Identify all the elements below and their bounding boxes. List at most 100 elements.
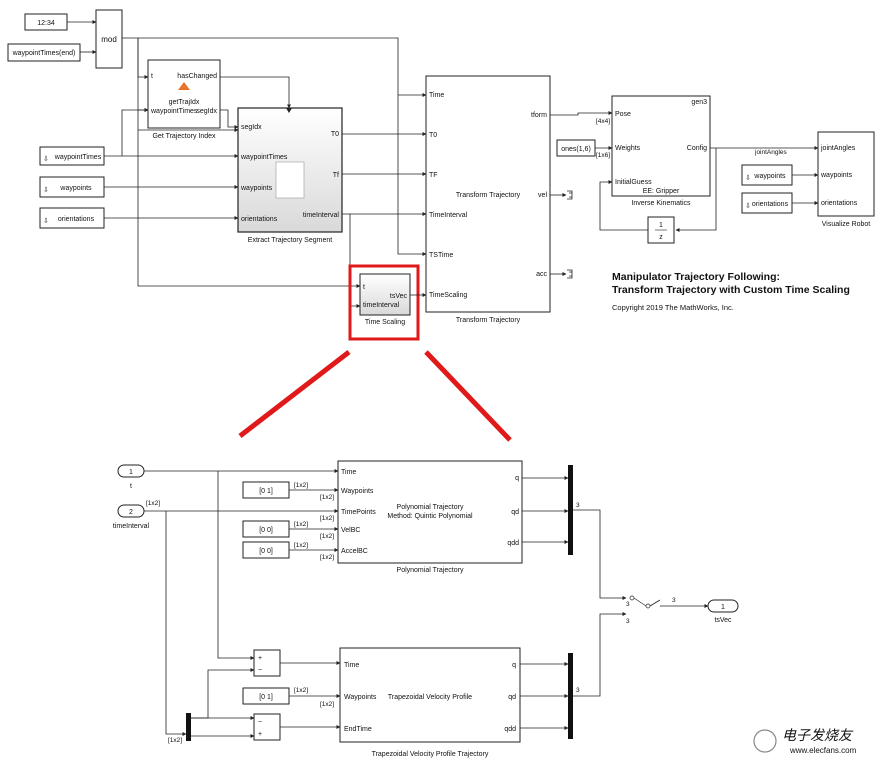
tv-in-endtime: EndTime	[344, 726, 372, 733]
tt-in-t0: T0	[429, 132, 437, 139]
pt-center-line1: Polynomial Trajectory	[397, 504, 464, 511]
inport-t-name: t	[130, 483, 132, 490]
tt-in-time-scaling: TimeScaling	[429, 292, 467, 299]
tt-in-tstime: TSTime	[429, 252, 453, 259]
dim-3-sw-out: 3	[672, 597, 676, 604]
outport-tsvec[interactable]: 1	[707, 599, 739, 613]
mux-trap	[568, 653, 573, 739]
sum-block-top[interactable]: + −	[253, 649, 281, 677]
ts-in-time-interval: timeInterval	[363, 302, 400, 309]
from-waypoints[interactable]: ⇩ waypoints	[39, 176, 105, 198]
from-orientations-viz-label: orientations	[752, 201, 789, 208]
ik-in-weights: Weights	[615, 145, 641, 152]
tt-in-time: Time	[429, 92, 444, 99]
dim-1x2-d: [1x2]	[320, 533, 334, 540]
dim-1x2-demux: [1x2]	[168, 737, 182, 744]
watermark-logo-icon	[753, 729, 777, 753]
from-arrow-icon: ⇩	[745, 174, 751, 182]
pt-caption: Polynomial Trajectory	[397, 567, 464, 574]
tv-in-waypoints: Waypoints	[344, 694, 377, 701]
from-waypoint-times-label: waypointTimes	[54, 154, 102, 161]
gti-out-has-changed: hasChanged	[177, 73, 217, 80]
inport-ti-name: timeInterval	[113, 523, 150, 530]
inport-ti-num: 2	[129, 509, 133, 516]
from-arrow-icon: ⇩	[43, 217, 49, 225]
transform-trajectory-block[interactable]: Time T0 TF TimeInterval TSTime TimeScali…	[425, 75, 551, 313]
ts-caption: Time Scaling	[365, 319, 405, 326]
from-waypoints-viz[interactable]: ⇩ waypoints	[741, 164, 793, 186]
mod-block[interactable]: mod	[95, 9, 123, 69]
extract-trajectory-segment-block[interactable]: segIdx waypointTimes waypoints orientati…	[237, 107, 343, 233]
pt-center-line2: Method: Quintic Polynomial	[387, 513, 473, 520]
dim-1x6: [1x6]	[596, 152, 610, 159]
zoom-line-left	[238, 350, 351, 438]
from-orientations-viz[interactable]: ⇩ orientations	[741, 192, 793, 214]
poly-const-accelbc-val: [0 0]	[259, 548, 273, 555]
dim-1x2-h: [1x2]	[294, 687, 308, 694]
ik-in-initial-guess: InitialGuess	[615, 179, 652, 186]
poly-const-waypoints[interactable]: [0 1]	[242, 481, 290, 499]
tt-center-label: Transform Trajectory	[456, 192, 521, 199]
matlab-icon	[178, 82, 190, 90]
gti-in-waypoint-times: waypointTimes	[150, 108, 198, 115]
switch-block[interactable]	[629, 595, 661, 609]
dim-1x2-b: [1x2]	[320, 494, 334, 501]
from-orientations[interactable]: ⇩ orientations	[39, 207, 105, 229]
ets-out-t0: T0	[331, 131, 339, 138]
diagram-title-line2: Transform Trajectory with Custom Time Sc…	[612, 284, 850, 296]
tt-out-tform: tform	[531, 112, 547, 119]
waypoint-times-end-block[interactable]: waypointTimes(end)	[7, 43, 81, 62]
ets-in-orientations: orientations	[241, 216, 278, 223]
ets-in-seg-idx: segIdx	[241, 124, 262, 131]
poly-const-velbc[interactable]: [0 0]	[242, 520, 290, 538]
dim-1x2-e: [1x2]	[294, 542, 308, 549]
vr-in-waypoints: waypoints	[820, 172, 853, 179]
delay-num: 1	[659, 222, 663, 229]
pt-in-timepoints: TimePoints	[341, 509, 376, 516]
tt-caption: Transform Trajectory	[456, 317, 521, 324]
pt-in-accelbc: AccelBC	[341, 548, 368, 555]
ts-out: tsVec	[390, 293, 408, 300]
dim-1x2-f: [1x2]	[320, 554, 334, 561]
sum-block-bottom[interactable]: − +	[253, 713, 281, 741]
tv-out-qd: qd	[508, 694, 516, 701]
tv-out-q: q	[512, 662, 516, 669]
vr-in-orientations: orientations	[821, 200, 858, 207]
dim-3-trap: 3	[576, 687, 580, 694]
gti-out-seg-idx: segIdx	[196, 108, 217, 115]
poly-const-velbc-val: [0 0]	[259, 527, 273, 534]
from-waypoint-times[interactable]: ⇩ waypointTimes	[39, 146, 105, 166]
inport-t-num: 1	[129, 469, 133, 476]
inport-time-interval[interactable]: 2	[117, 504, 145, 518]
visualize-robot-block[interactable]: jointAngles waypoints orientations	[817, 131, 875, 217]
time-scaling-block[interactable]: t timeInterval tsVec	[359, 273, 411, 316]
from-orientations-label: orientations	[58, 216, 95, 223]
ik-in-pose: Pose	[615, 111, 631, 118]
tv-out-qdd: qdd	[504, 726, 516, 733]
from-arrow-icon: ⇩	[43, 186, 49, 194]
inverse-kinematics-block[interactable]: gen3 Pose Weights InitialGuess Config EE…	[611, 95, 711, 197]
unit-delay-block[interactable]: 1 z	[647, 216, 675, 244]
clock-block[interactable]: 12:34	[24, 13, 68, 31]
tv-center-label: Trapezoidal Velocity Profile	[388, 694, 472, 701]
waypoint-times-end-label: waypointTimes(end)	[12, 50, 76, 57]
trap-const-waypoints[interactable]: [0 1]	[242, 687, 290, 705]
weights-const-block[interactable]: ones(1,6)	[556, 139, 596, 157]
poly-const-accelbc[interactable]: [0 0]	[242, 541, 290, 559]
pt-out-qd: qd	[511, 509, 519, 516]
ets-out-tf: Tf	[333, 172, 339, 179]
sum-bot-minus: −	[258, 719, 262, 726]
inport-t[interactable]: 1	[117, 464, 145, 478]
dim-1x2-ti: [1x2]	[146, 500, 160, 507]
poly-const-waypoints-val: [0 1]	[259, 488, 273, 495]
vr-in-joint-angles: jointAngles	[820, 145, 856, 152]
pt-in-waypoints: Waypoints	[341, 488, 374, 495]
outport-num: 1	[721, 604, 725, 611]
get-trajectory-index-block[interactable]: t waypointTimes hasChanged segIdx getTra…	[147, 59, 221, 129]
gti-in-t: t	[151, 73, 153, 80]
pt-in-velbc: VelBC	[341, 527, 360, 534]
from-arrow-icon: ⇩	[43, 155, 49, 163]
trapezoidal-trajectory-block[interactable]: Time Waypoints EndTime Trapezoidal Veloc…	[339, 647, 521, 743]
polynomial-trajectory-block[interactable]: Time Waypoints TimePoints VelBC AccelBC …	[337, 460, 523, 564]
